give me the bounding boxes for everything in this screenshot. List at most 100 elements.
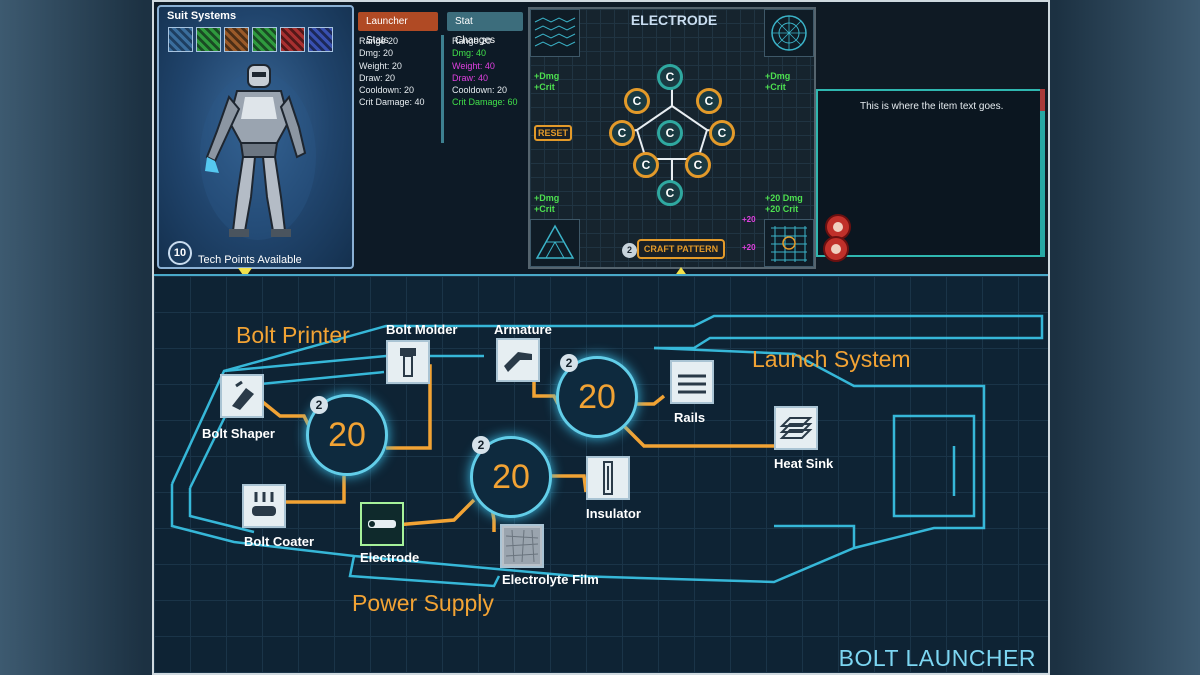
suit-slot[interactable] bbox=[196, 27, 221, 52]
modifier-line: +Crit bbox=[534, 204, 555, 214]
electrode-icon[interactable] bbox=[360, 502, 404, 546]
pattern-sheet-icon[interactable] bbox=[530, 9, 580, 57]
stat-change-line: Cooldown: 20 bbox=[452, 85, 508, 96]
suit-link-arrow bbox=[238, 268, 252, 278]
hub-count-badge: 2 bbox=[310, 396, 328, 414]
bolt-launcher-board: Bolt Printer Launch System Power Supply … bbox=[154, 274, 1048, 673]
bolt-molder-icon[interactable] bbox=[386, 340, 430, 384]
triangle-lattice-icon[interactable] bbox=[530, 219, 580, 267]
stat-line: Range 20 bbox=[359, 36, 399, 46]
item-scrollbar[interactable] bbox=[1040, 89, 1045, 257]
hub-count-badge: 2 bbox=[560, 354, 578, 372]
hub-count-badge: 2 bbox=[472, 436, 490, 454]
stat-changes-tab[interactable]: Stat Changes bbox=[447, 12, 523, 46]
modifier-line: +Dmg bbox=[765, 71, 791, 81]
launcher-stats-tab[interactable]: Launcher Stats bbox=[358, 12, 438, 46]
suit-slot[interactable] bbox=[308, 27, 333, 52]
modifier-line: +Dmg bbox=[534, 71, 560, 81]
item-info-panel: This is where the item text goes. bbox=[816, 5, 1048, 273]
craft-pattern-button[interactable]: CRAFT PATTERN bbox=[637, 239, 725, 259]
suit-slot-row bbox=[168, 27, 333, 52]
node-label-bolt-molder: Bolt Molder bbox=[386, 322, 458, 337]
atom-slot[interactable]: C bbox=[609, 120, 635, 146]
loot-bag-icon[interactable] bbox=[820, 205, 856, 269]
suit-slot[interactable] bbox=[252, 27, 277, 52]
node-label-rails: Rails bbox=[674, 410, 706, 425]
stat-line: Draw: 20 bbox=[359, 72, 396, 83]
launcher-stats-list: Range 20 Dmg: 20 Weight: 20 Draw: 20 Coo… bbox=[359, 35, 425, 109]
modifier-line: +Crit bbox=[534, 82, 555, 92]
modifier-top-right: +Dmg +Crit bbox=[765, 71, 790, 93]
craft-count-badge: 2 bbox=[622, 243, 637, 258]
stat-line: Cooldown: 20 bbox=[359, 85, 415, 96]
atom-slot[interactable]: C bbox=[657, 120, 683, 146]
atom-slot[interactable]: C bbox=[633, 152, 659, 178]
suit-systems-panel: Suit Systems 10 Tech Points Available bbox=[157, 5, 354, 269]
atom-slot[interactable]: C bbox=[624, 88, 650, 114]
hex-lattice-icon[interactable] bbox=[764, 219, 814, 267]
node-label-armature: Armature bbox=[494, 322, 552, 337]
atom-slot[interactable]: C bbox=[696, 88, 722, 114]
circuit-outline bbox=[170, 314, 1044, 588]
bolt-coater-icon[interactable] bbox=[242, 484, 286, 528]
suit-slot[interactable] bbox=[224, 27, 249, 52]
modifier-line: +20 Crit bbox=[765, 204, 799, 214]
atom-slot[interactable]: C bbox=[657, 64, 683, 90]
modifier-line: +Dmg bbox=[534, 193, 560, 203]
stat-divider bbox=[441, 35, 444, 143]
electrode-crafting-panel: ELECTRODE +Dmg +Crit +Dmg +C bbox=[528, 7, 816, 269]
board-title: BOLT LAUNCHER bbox=[838, 645, 1036, 671]
modifier-bottom-left: +Dmg +Crit bbox=[534, 193, 559, 215]
node-label-electrolyte-film: Electrolyte Film bbox=[502, 572, 599, 587]
atom-slot[interactable]: C bbox=[685, 152, 711, 178]
node-label-bolt-coater: Bolt Coater bbox=[244, 534, 315, 549]
stat-change-line: Weight: 40 bbox=[452, 60, 495, 71]
electrode-link-arrow bbox=[674, 267, 688, 277]
electrode-title: ELECTRODE bbox=[630, 12, 718, 28]
heat-sink-icon[interactable] bbox=[774, 406, 818, 450]
insulator-icon[interactable] bbox=[586, 456, 630, 500]
tech-points-label: Tech Points Available bbox=[198, 254, 302, 266]
stat-change-line: Range 20 bbox=[452, 36, 492, 46]
node-label-heat-sink: Heat Sink bbox=[774, 456, 834, 471]
suit-slot[interactable] bbox=[168, 27, 193, 52]
group-label-bolt-printer: Bolt Printer bbox=[236, 322, 350, 348]
modifier-line: +Crit bbox=[765, 82, 786, 92]
group-label-power-supply: Power Supply bbox=[352, 590, 494, 616]
side-tag: +20 bbox=[742, 215, 756, 224]
suit-systems-title: Suit Systems bbox=[167, 10, 237, 22]
suit-slot[interactable] bbox=[280, 27, 305, 52]
armature-icon[interactable] bbox=[496, 338, 540, 382]
hub-value: 20 bbox=[578, 378, 616, 416]
stat-changes-list: Range 20 Dmg: 40 Weight: 40 Draw: 40 Coo… bbox=[452, 35, 518, 109]
modifier-bottom-right: +20 Dmg +20 Crit bbox=[765, 193, 803, 215]
stat-change-line: Draw: 40 bbox=[452, 72, 489, 83]
rails-icon[interactable] bbox=[670, 360, 714, 404]
stat-change-line: Crit Damage: 60 bbox=[452, 97, 518, 108]
game-screen: Suit Systems 10 Tech Points Available bbox=[152, 0, 1050, 675]
stat-line: Dmg: 20 bbox=[359, 48, 394, 59]
modifier-line: +20 Dmg bbox=[765, 193, 803, 203]
group-label-launch-system: Launch System bbox=[752, 346, 911, 372]
modifier-top-left: +Dmg +Crit bbox=[534, 71, 559, 93]
side-tag: +20 bbox=[742, 243, 756, 252]
stat-line: Crit Damage: 40 bbox=[359, 97, 425, 108]
stat-change-line: Dmg: 40 bbox=[452, 48, 487, 59]
node-label-insulator: Insulator bbox=[586, 506, 641, 521]
hub-value: 20 bbox=[328, 416, 366, 454]
atom-slot[interactable]: C bbox=[657, 180, 683, 206]
item-description: This is where the item text goes. bbox=[860, 101, 1004, 112]
node-label-electrode: Electrode bbox=[360, 550, 420, 565]
bolt-shaper-icon[interactable] bbox=[220, 374, 264, 418]
reset-button[interactable]: RESET bbox=[534, 125, 572, 141]
tech-points-count: 10 bbox=[168, 241, 192, 265]
electrolyte-film-icon[interactable] bbox=[500, 524, 544, 568]
item-text-box bbox=[816, 89, 1042, 257]
stat-line: Weight: 20 bbox=[359, 60, 402, 71]
node-label-bolt-shaper: Bolt Shaper bbox=[202, 426, 275, 441]
item-scroll-thumb[interactable] bbox=[1040, 89, 1045, 111]
hub-value: 20 bbox=[492, 458, 530, 496]
buckyball-icon[interactable] bbox=[764, 9, 814, 57]
atom-slot[interactable]: C bbox=[709, 120, 735, 146]
robot-suit-figure bbox=[200, 64, 316, 240]
